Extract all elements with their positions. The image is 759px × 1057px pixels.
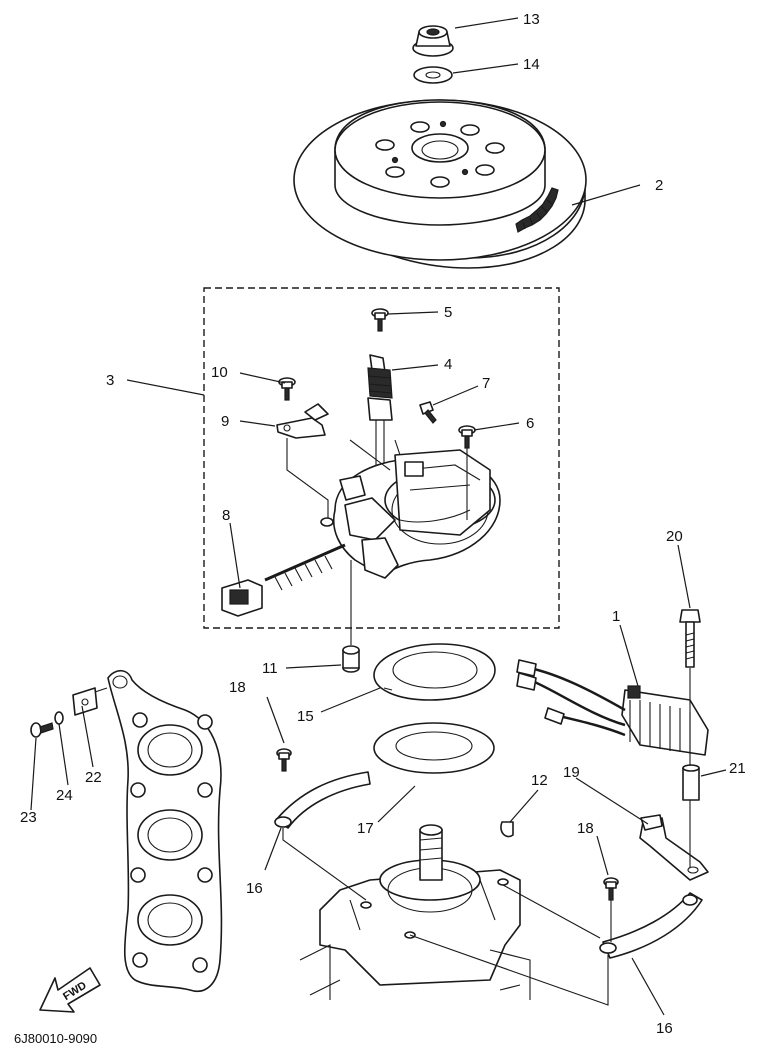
bolt-20-part <box>679 609 701 668</box>
cylinder-side-cover-part <box>107 669 223 992</box>
washer-24-part <box>54 711 64 725</box>
callout-1: 1 <box>612 608 620 625</box>
callout-4: 4 <box>444 356 452 373</box>
callout-7: 7 <box>482 375 490 392</box>
screw-18-left-part <box>276 748 292 772</box>
retainer-16-upper-part <box>274 771 371 829</box>
screw-10-part <box>278 377 296 401</box>
callout-13: 13 <box>523 11 540 28</box>
callout-12: 12 <box>531 772 548 789</box>
callout-22: 22 <box>85 769 102 786</box>
callout-21: 21 <box>729 760 746 777</box>
leader-lines <box>30 17 727 1016</box>
screw-18-right-part <box>603 877 619 901</box>
thrust-plate-part <box>373 722 495 774</box>
alignment-lines <box>282 438 691 1006</box>
screw-23-part <box>30 722 54 738</box>
bracket-tab-part <box>72 687 108 716</box>
spacer-collar-part <box>682 764 700 801</box>
diagram-code: 6J80010-9090 <box>14 1031 97 1046</box>
callout-16-upper: 16 <box>246 880 263 897</box>
callout-23: 23 <box>20 809 37 826</box>
flange-nut-part <box>412 25 454 57</box>
callout-9: 9 <box>221 413 229 430</box>
washer-part <box>413 66 453 84</box>
stator-base-part <box>320 449 501 579</box>
woodruff-key-part <box>500 821 514 838</box>
callout-20: 20 <box>666 528 683 545</box>
bolt-11-part <box>342 645 360 673</box>
callout-19: 19 <box>563 764 580 781</box>
callout-11: 11 <box>262 660 278 677</box>
ground-bracket-part <box>639 814 709 881</box>
connector-lead-part <box>221 543 346 617</box>
screw-6-part <box>458 425 476 449</box>
flywheel-magnet-part <box>293 99 587 269</box>
callout-2: 2 <box>655 177 663 194</box>
forward-arrow-icon <box>39 967 101 1013</box>
callout-16-lower: 16 <box>656 1020 673 1037</box>
screw-7-part <box>419 401 437 424</box>
callout-labels: 13 14 2 3 5 4 10 7 9 6 8 20 1 11 18 15 2… <box>20 11 746 1037</box>
screw-5-part <box>371 308 389 332</box>
callout-24: 24 <box>56 787 73 804</box>
cdi-unit-part <box>516 659 709 756</box>
callout-6: 6 <box>526 415 534 432</box>
callout-15: 15 <box>297 708 314 725</box>
callout-10: 10 <box>211 364 228 381</box>
callout-3: 3 <box>106 372 114 389</box>
wave-washer-part <box>373 643 496 701</box>
callout-5: 5 <box>444 304 452 321</box>
crankcase-part <box>299 824 531 1000</box>
bracket-plate-part <box>276 403 329 439</box>
retainer-16-lower-part <box>599 892 703 959</box>
callout-14: 14 <box>523 56 540 73</box>
callout-18-left: 18 <box>229 679 246 696</box>
stator-assembly-box <box>203 287 560 629</box>
callout-18-right: 18 <box>577 820 594 837</box>
callout-8: 8 <box>222 507 230 524</box>
callout-17: 17 <box>357 820 374 837</box>
